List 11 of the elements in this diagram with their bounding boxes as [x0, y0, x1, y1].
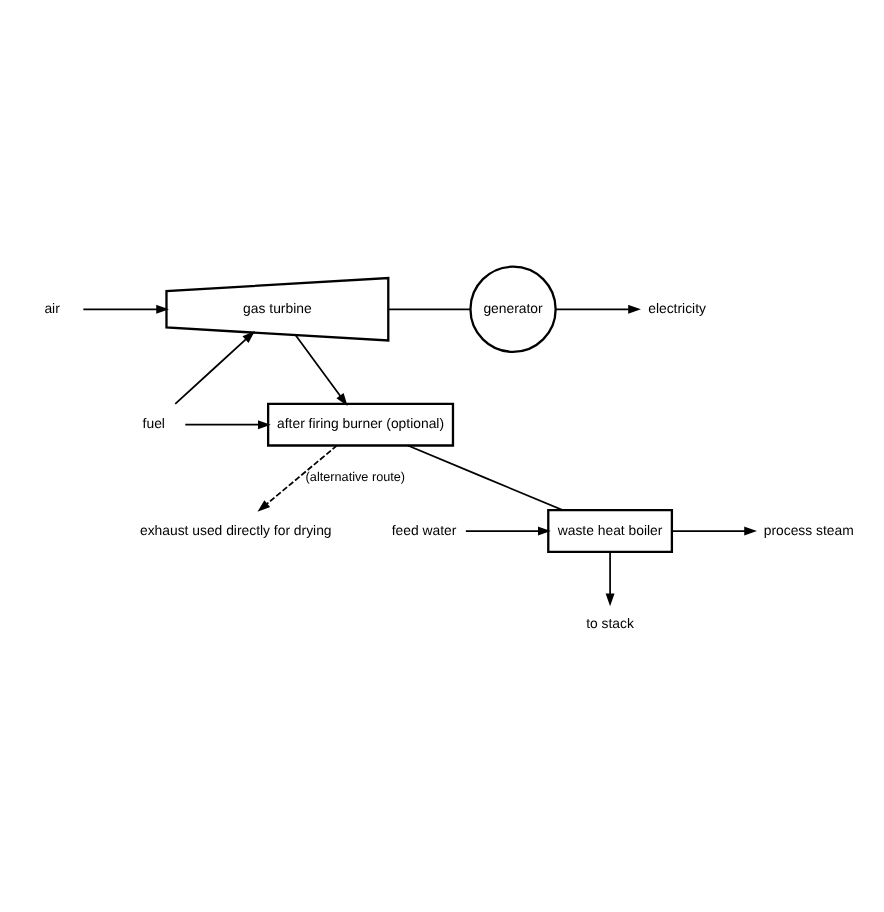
- arrow: [555, 304, 641, 314]
- arrow: [257, 444, 338, 512]
- arrow: [174, 331, 255, 405]
- arrow: [184, 420, 271, 430]
- arrow: [82, 304, 169, 314]
- arrow: [294, 334, 348, 406]
- connector: [387, 308, 472, 311]
- arrow: [605, 551, 615, 607]
- arrow: [671, 526, 757, 536]
- connector: [406, 444, 564, 511]
- arrow: [465, 526, 551, 536]
